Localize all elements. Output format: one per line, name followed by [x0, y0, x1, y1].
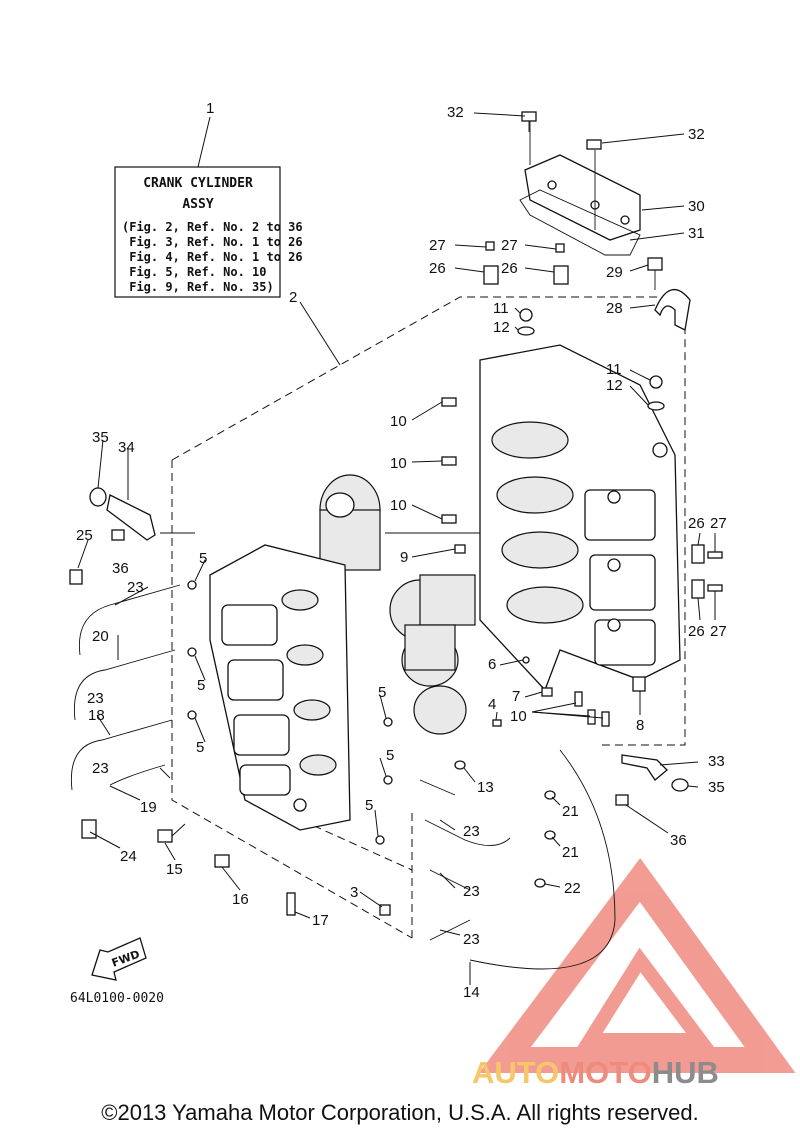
- callout-27c: 27: [710, 515, 727, 532]
- callout-18: 18: [88, 707, 105, 724]
- callout-26b: 26: [501, 260, 518, 277]
- callout-21b: 21: [562, 844, 579, 861]
- callout-36b: 36: [670, 832, 687, 849]
- callout-27b: 27: [501, 237, 518, 254]
- callout-30: 30: [688, 198, 705, 215]
- ref-line-4: Fig. 5, Ref. No. 10: [122, 265, 267, 279]
- callout-5c: 5: [196, 739, 204, 756]
- callout-27d: 27: [710, 623, 727, 640]
- callout-27a: 27: [429, 237, 446, 254]
- callout-22: 22: [564, 880, 581, 897]
- callout-12a: 12: [493, 319, 510, 336]
- callout-labels: 1 2 3 4 5 5 5 5 5 5 6 7 8 9 10 10 10 10 …: [76, 100, 727, 1001]
- callout-23b: 23: [87, 690, 104, 707]
- callout-23f: 23: [463, 931, 480, 948]
- callout-35b: 35: [708, 779, 725, 796]
- automotohub-logo: [479, 858, 796, 1073]
- crankcase-left: [209, 544, 351, 831]
- callout-23c: 23: [92, 760, 109, 777]
- callout-5e: 5: [386, 747, 394, 764]
- copyright-notice: ©2013 Yamaha Motor Corporation, U.S.A. A…: [101, 1100, 699, 1125]
- callout-23a: 23: [127, 579, 144, 596]
- cylinder-block: [479, 344, 681, 692]
- callout-9: 9: [400, 549, 408, 566]
- ref-line-5: Fig. 9, Ref. No. 35): [122, 280, 274, 294]
- reference-box: CRANK CYLINDER ASSY (Fig. 2, Ref. No. 2 …: [114, 116, 303, 298]
- callout-16: 16: [232, 891, 249, 908]
- callout-28: 28: [606, 300, 623, 317]
- callout-10c: 10: [390, 497, 407, 514]
- callout-5f: 5: [365, 797, 373, 814]
- hoses: [70, 584, 616, 970]
- callout-35a: 35: [92, 429, 109, 446]
- callout-5a: 5: [199, 550, 207, 567]
- callout-32b: 32: [688, 126, 705, 143]
- callout-8: 8: [636, 717, 644, 734]
- part-number: 64L0100-0020: [70, 991, 164, 1006]
- callout-10a: 10: [390, 413, 407, 430]
- callout-20: 20: [92, 628, 109, 645]
- callout-29: 29: [606, 264, 623, 281]
- callout-6: 6: [488, 656, 496, 673]
- callout-23e: 23: [463, 883, 480, 900]
- watermark-text: AUTOMOTOHUB: [472, 1055, 719, 1091]
- callout-10d: 10: [510, 708, 527, 725]
- fwd-arrow-icon: FWD: [91, 937, 147, 981]
- callout-11a: 11: [493, 300, 509, 317]
- ref-line-3: Fig. 4, Ref. No. 1 to 26: [122, 250, 303, 264]
- callout-25: 25: [76, 527, 93, 544]
- callout-3: 3: [350, 884, 358, 901]
- callout-26a: 26: [429, 260, 446, 277]
- leader-lines: [77, 112, 716, 985]
- callout-5d: 5: [378, 684, 386, 701]
- callout-19: 19: [140, 799, 157, 816]
- watermark-auto: AUTO: [472, 1055, 560, 1090]
- assembly-boundary: [171, 296, 686, 939]
- top-cover: [519, 120, 641, 256]
- ref-box-title: CRANK CYLINDER: [143, 176, 253, 191]
- bolt-32a: [521, 111, 537, 122]
- callout-23d: 23: [463, 823, 480, 840]
- callout-2: 2: [289, 289, 297, 306]
- ref-line-1: (Fig. 2, Ref. No. 2 to 36: [122, 220, 303, 234]
- callout-7: 7: [512, 688, 520, 705]
- callout-32a: 32: [447, 104, 464, 121]
- ref-box-subtitle: ASSY: [182, 197, 213, 212]
- callout-24: 24: [120, 848, 137, 865]
- callout-17: 17: [312, 912, 329, 929]
- callout-4: 4: [488, 696, 496, 713]
- callout-15: 15: [166, 861, 183, 878]
- callout-26d: 26: [688, 623, 705, 640]
- crankshaft: [319, 474, 476, 735]
- callout-14: 14: [463, 984, 480, 1001]
- small-parts: [69, 111, 723, 916]
- watermark-moto: MOTO: [559, 1055, 652, 1090]
- callout-31: 31: [688, 225, 705, 242]
- ref-line-2: Fig. 3, Ref. No. 1 to 26: [122, 235, 303, 249]
- watermark-hub: HUB: [651, 1055, 719, 1090]
- callout-13: 13: [477, 779, 494, 796]
- callout-5b: 5: [197, 677, 205, 694]
- bolt-32b: [586, 139, 602, 150]
- callout-34: 34: [118, 439, 135, 456]
- callout-21a: 21: [562, 803, 579, 820]
- callout-12b: 12: [606, 377, 623, 394]
- callout-1: 1: [206, 100, 214, 117]
- callout-33: 33: [708, 753, 725, 770]
- callout-26c: 26: [688, 515, 705, 532]
- callout-11b: 11: [606, 361, 622, 378]
- callout-10b: 10: [390, 455, 407, 472]
- callout-36a: 36: [112, 560, 129, 577]
